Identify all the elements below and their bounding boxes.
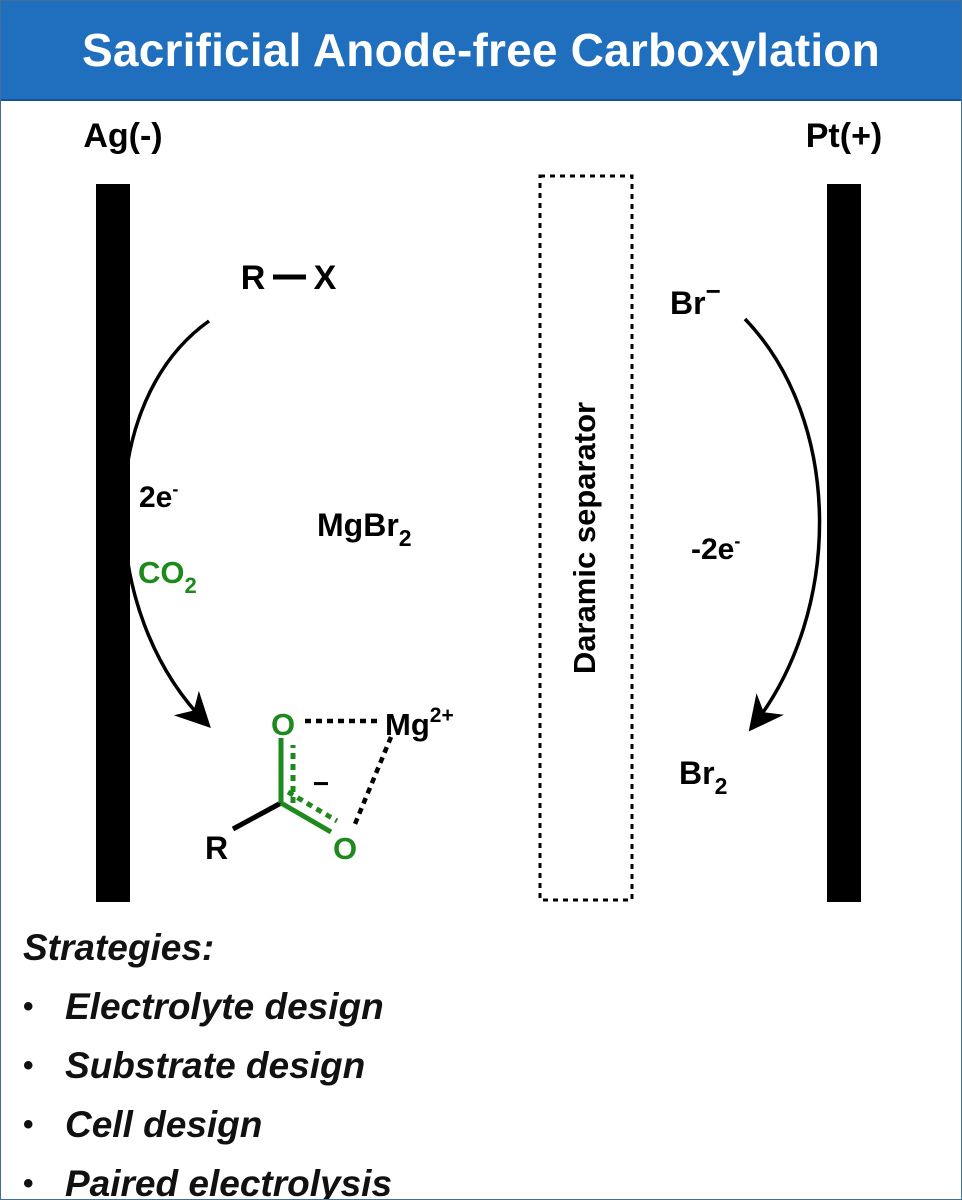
strategy-label: Paired electrolysis [65,1163,393,1200]
substrate-x: X [314,259,337,297]
strategy-item: • Substrate design [23,1036,392,1095]
anode-electrode [827,184,861,902]
bullet-icon: • [23,1167,34,1200]
bullet-icon: • [23,1108,34,1141]
strategy-list: • Electrolyte design • Substrate design • Cel… [23,977,393,1200]
cathode-label: Ag(-) [83,117,162,155]
oxidation-arrow [743,317,822,732]
strategy-label: Cell design [65,1104,263,1145]
oxygen-bottom: O [333,831,357,866]
strategy-item: • Paired electrolysis [23,1154,393,1200]
figure-title: Sacrificial Anode-free Carboxylation [82,24,880,76]
electrolyte-label: MgBr2 [317,507,412,551]
strategy-item: • Cell design [23,1095,392,1154]
carboxylate-charge: − [313,768,329,799]
strategy-label: Electrolyte design [65,986,384,1027]
anode-label: Pt(+) [806,117,883,155]
mg-o-coordination-bottom [352,736,394,825]
carbonyl-bond-bottom [279,800,333,835]
bromide-ion: Br− [670,276,721,321]
r-carbon-bond [231,800,283,832]
header-banner: Sacrificial Anode-free Carboxylation [1,1,961,101]
strategy-label: Substrate design [65,1045,366,1086]
separator-label: Daramic separator [567,402,602,674]
strategies-title: Strategies: [23,927,215,968]
reduction-arrow [122,319,211,728]
strategy-item: • Electrolyte design [23,977,392,1036]
bullet-icon: • [23,1049,34,1082]
bullet-icon: • [23,990,34,1023]
product-r: R [205,830,228,866]
separator-box [538,174,634,902]
cathode-electrons: 2e- [139,479,178,514]
oxygen-top: O [271,707,295,742]
anode-electrons: -2e- [691,531,740,566]
magnesium-ion: Mg2+ [385,704,454,742]
substrate-r: R [241,259,266,297]
strategies-section: Strategies: • Electrolyte design • Substrat… [23,927,393,1200]
co2-label: CO2 [138,555,197,598]
delocalized-bond-bottom [286,789,339,824]
bromine-product: Br2 [679,755,727,799]
